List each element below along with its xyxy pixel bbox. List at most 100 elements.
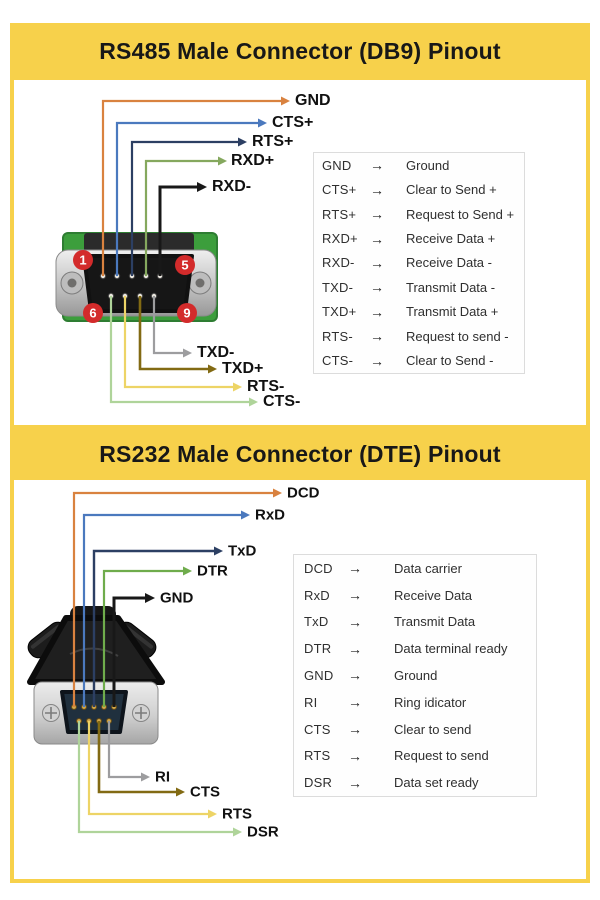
rs485-diagram-panel: 1 5 6 9	[10, 80, 590, 429]
wire-rts-minus	[123, 296, 242, 392]
signal-name: CTS	[304, 721, 331, 737]
table-row: DSR → Data set ready	[294, 769, 536, 796]
table-row: RI → Ring idicator	[294, 689, 536, 716]
table-row: RTS → Request to send	[294, 742, 536, 769]
wire-label-dsr: DSR	[247, 823, 279, 841]
table-row: RTS+ → Request to Send +	[314, 202, 524, 226]
rs485-wires	[101, 96, 290, 407]
wire-label-rxd-minus: RXD-	[212, 178, 252, 195]
wire-label-dcd: DCD	[287, 484, 320, 502]
wire-label-txd-minus: TXD-	[197, 344, 235, 361]
wire-rts	[87, 721, 217, 819]
wire-txd-plus	[138, 296, 217, 374]
svg-text:5: 5	[181, 258, 188, 273]
arrow-glyph: →	[370, 328, 384, 345]
wire-label-cts-plus: CTS+	[272, 114, 314, 131]
face-screw-right	[132, 704, 150, 722]
table-row: TXD- → Transmit Data -	[314, 275, 524, 299]
arrow-glyph: →	[348, 721, 362, 738]
wire-rxd-plus	[144, 156, 227, 276]
signal-name: GND	[322, 157, 352, 173]
wire-rts-plus	[130, 137, 247, 276]
wire-cts-plus	[115, 118, 267, 276]
table-row: GND → Ground	[294, 662, 536, 689]
wire-label-ri: RI	[155, 768, 170, 786]
wire-label-txd-plus: TXD+	[222, 360, 264, 377]
plug-body	[27, 615, 165, 685]
arrow-glyph: →	[370, 230, 384, 247]
table-row: CTS- → Clear to Send -	[314, 349, 524, 373]
wire-gnd	[112, 593, 155, 707]
badge-pin5: 5	[175, 255, 195, 275]
svg-text:1: 1	[79, 253, 86, 268]
jackscrew-right-hole	[195, 278, 205, 288]
signal-name: RXD+	[322, 231, 358, 247]
svg-text:6: 6	[89, 306, 96, 321]
wire-label-cts: CTS	[190, 783, 220, 801]
wire-cts-minus	[109, 296, 258, 407]
arrow-glyph: →	[348, 613, 362, 630]
signal-description: Transmit Data	[394, 614, 476, 630]
wire-txd-minus	[152, 296, 192, 358]
signal-description: Request to send	[394, 748, 489, 764]
arrow-glyph: →	[370, 303, 384, 320]
table-row: RTS- → Request to send -	[314, 324, 524, 348]
arrow-glyph: →	[370, 279, 384, 296]
wire-label-cts-minus: CTS-	[263, 393, 301, 410]
table-row: TXD+ → Transmit Data +	[314, 300, 524, 324]
terminal-block	[84, 233, 194, 254]
wire-label-gnd: GND	[295, 92, 331, 109]
wire-label-dtr: DTR	[197, 562, 228, 580]
signal-description: Request to send -	[406, 328, 509, 344]
signal-name: RxD	[304, 587, 330, 603]
table-row: TxD → Transmit Data	[294, 609, 536, 636]
svg-text:9: 9	[183, 306, 190, 321]
signal-name: DTR	[304, 641, 332, 657]
table-row: CTS → Clear to send	[294, 716, 536, 743]
rs485-title-banner: RS485 Male Connector (DB9) Pinout	[10, 23, 590, 80]
signal-name: GND	[304, 667, 334, 683]
wire-rxd	[82, 510, 250, 707]
signal-description: Receive Data -	[406, 255, 492, 271]
signal-name: RXD-	[322, 255, 355, 271]
rs485-title: RS485 Male Connector (DB9) Pinout	[99, 38, 501, 64]
signal-name: CTS+	[322, 182, 357, 198]
signal-name: RI	[304, 694, 318, 710]
table-row: DCD → Data carrier	[294, 555, 536, 582]
signal-description: Request to Send +	[406, 206, 515, 222]
rs485-signal-table: GND → Ground CTS+ → Clear to Send + RTS+…	[313, 152, 525, 374]
signal-name: DSR	[304, 775, 333, 791]
wire-rxd-minus	[158, 182, 207, 276]
signal-name: TXD+	[322, 304, 357, 320]
wire-label-rts: RTS	[222, 805, 252, 823]
wire-cts	[97, 721, 185, 797]
wire-dtr	[102, 566, 192, 707]
table-row: RXD+ → Receive Data +	[314, 226, 524, 250]
arrow-glyph: →	[348, 560, 362, 577]
signal-description: Transmit Data +	[406, 304, 499, 320]
arrow-glyph: →	[370, 157, 384, 174]
rs485-connector-diagram: 1 5 6 9	[55, 96, 290, 407]
signal-name: RTS-	[322, 328, 353, 344]
arrow-glyph: →	[348, 747, 362, 764]
table-row: DTR → Data terminal ready	[294, 635, 536, 662]
badge-pin9: 9	[177, 303, 197, 323]
arrow-glyph: →	[348, 640, 362, 657]
wire-label-rts-minus: RTS-	[247, 378, 285, 395]
rs232-title: RS232 Male Connector (DTE) Pinout	[99, 441, 501, 467]
table-row: GND → Ground	[314, 153, 524, 177]
signal-description: Data terminal ready	[394, 641, 508, 657]
signal-description: Ground	[406, 157, 450, 173]
badge-pin1: 1	[73, 250, 93, 270]
signal-name: RTS	[304, 748, 331, 764]
wire-dsr	[77, 721, 242, 837]
signal-name: RTS+	[322, 206, 357, 222]
arrow-glyph: →	[370, 206, 384, 223]
rs232-wires	[72, 488, 282, 837]
rs232-title-banner: RS232 Male Connector (DTE) Pinout	[10, 429, 590, 480]
wire-dcd	[72, 488, 282, 707]
wire-txd	[92, 546, 223, 707]
jackscrew-left-hole	[67, 278, 77, 288]
signal-description: Data set ready	[394, 775, 479, 791]
